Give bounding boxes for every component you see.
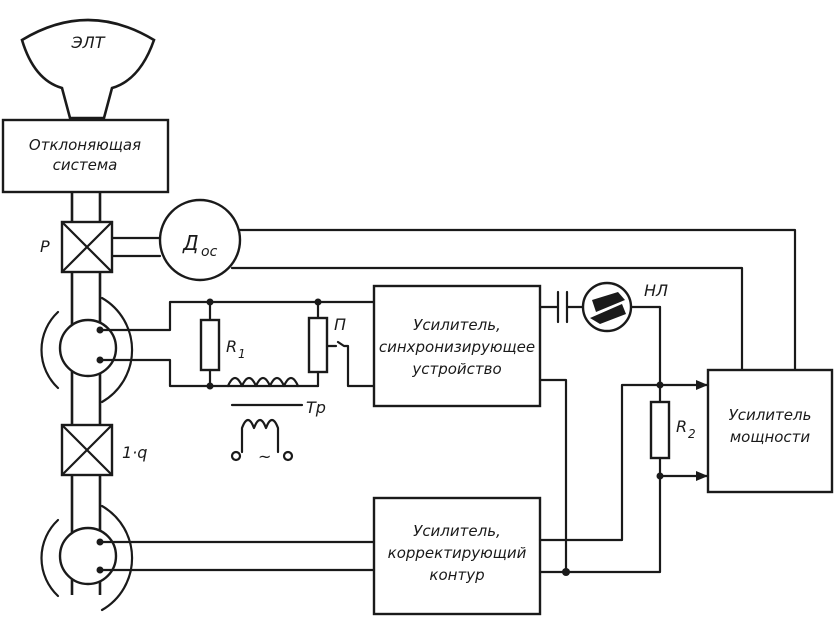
deflection-label-1: Отклоняющая — [29, 136, 141, 154]
ac-source-label: ~ — [258, 447, 271, 466]
transformer: ~ Тр — [226, 376, 326, 466]
nl-label: НЛ — [644, 281, 668, 300]
deflection-label-2: система — [53, 156, 118, 174]
amp-corr-label-2: корректирующий — [388, 544, 527, 562]
dos-label: Д — [182, 231, 199, 255]
amp-corr-label-1: Усилитель, — [413, 522, 501, 540]
dos-subscript: ос — [201, 244, 218, 260]
wire-power-amp-inputs — [658, 380, 710, 481]
amp-sync-block: Усилитель, синхронизирующее устройство — [372, 284, 542, 408]
resistor-r2: R 2 — [649, 305, 696, 480]
wire-corrector-r2 — [538, 378, 662, 576]
wire-dos-to-power-amp — [230, 228, 797, 372]
reducer-p: Р — [40, 220, 114, 274]
deflection-system-block: Отклоняющая система — [1, 118, 170, 194]
selsyn-1 — [40, 296, 134, 404]
r1-label: R — [226, 337, 237, 356]
crt-label: ЭЛТ — [71, 33, 106, 52]
capacitor-and-lamp: НЛ — [538, 281, 668, 333]
amp-corr-block: Усилитель, корректирующий контур — [372, 496, 542, 616]
resistor-r1: R 1 — [199, 300, 246, 388]
crt-tube: ЭЛТ — [20, 18, 156, 120]
pot-label: П — [334, 315, 346, 334]
potentiometer-p: П — [307, 300, 376, 388]
reducer-q-label: 1·q — [122, 443, 147, 462]
r2-label: R — [676, 417, 687, 436]
dos-sensor: Д ос — [110, 198, 242, 282]
amp-power-block: Усилитель мощности — [706, 368, 834, 494]
r1-subscript: 1 — [238, 347, 246, 361]
wire-selsyn2-corrector — [98, 540, 376, 572]
amp-sync-label-3: устройство — [411, 360, 501, 378]
reducer-q: 1·q — [60, 423, 147, 477]
amp-power-label-2: мощности — [730, 428, 811, 446]
amp-corr-label-3: контур — [429, 566, 484, 584]
transformer-label: Тр — [306, 398, 326, 417]
amp-sync-label-1: Усилитель, — [413, 316, 501, 334]
amp-power-label-1: Усилитель — [729, 406, 812, 424]
r2-subscript: 2 — [688, 427, 696, 441]
amp-sync-label-2: синхронизирующее — [379, 338, 535, 356]
reducer-label: Р — [40, 237, 50, 256]
selsyn-2 — [40, 504, 134, 612]
